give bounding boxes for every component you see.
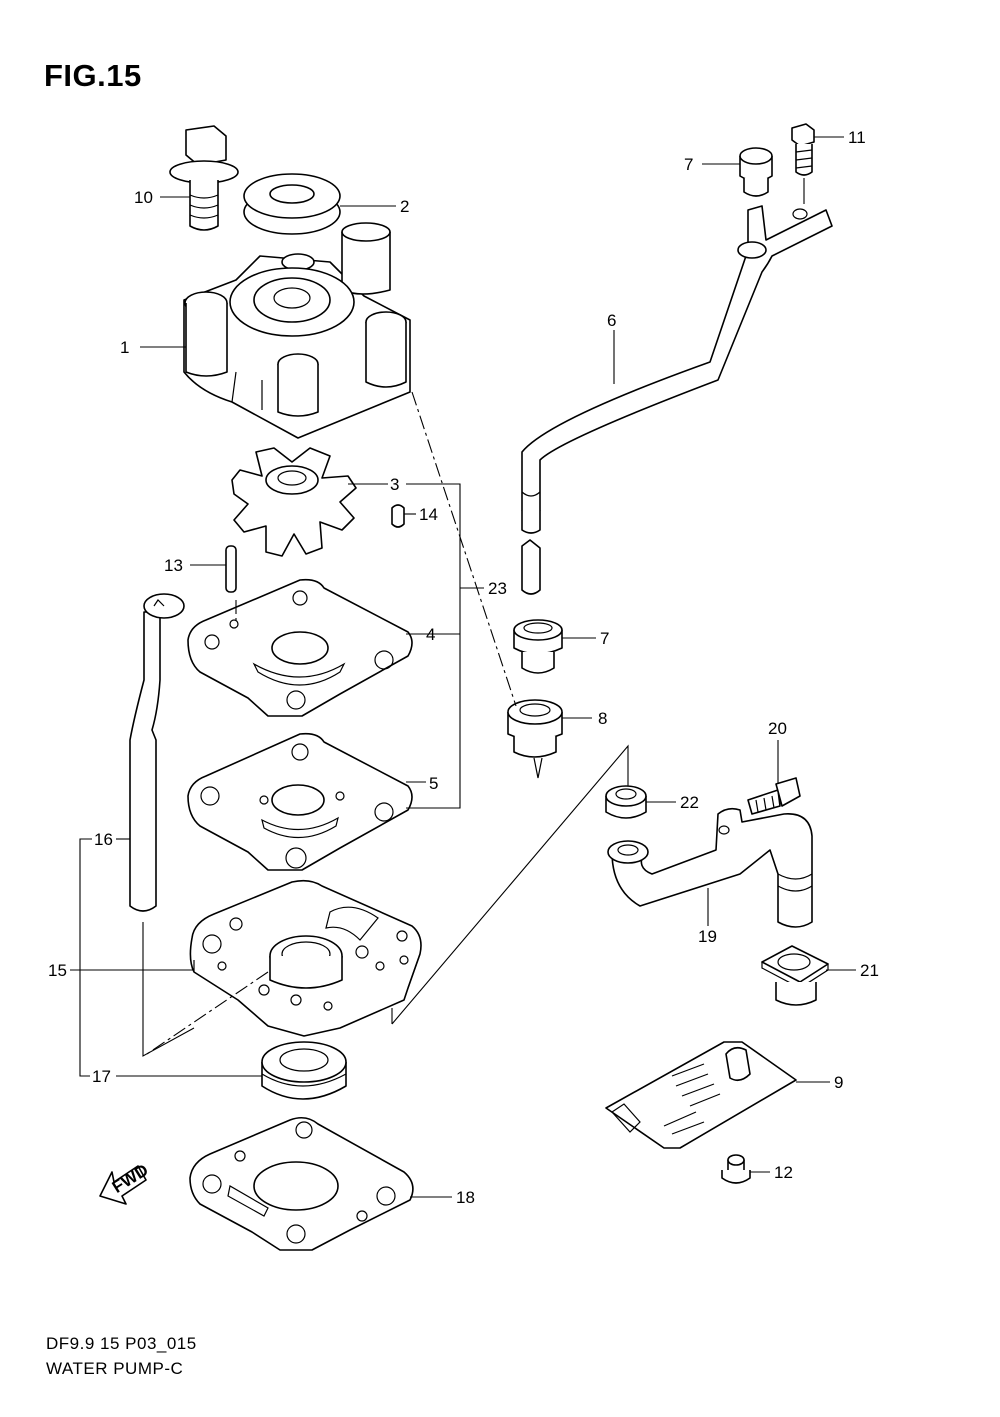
callout-18: 18 (456, 1188, 475, 1207)
callout-14: 14 (419, 505, 438, 524)
part-15-lower-case[interactable] (189, 879, 422, 1037)
part-8-grommet[interactable] (507, 699, 563, 779)
part-21-grommet[interactable] (761, 945, 829, 1006)
callout-22: 22 (680, 793, 699, 812)
callout-5: 5 (429, 774, 438, 793)
fwd-arrow-icon: FWD (99, 1160, 152, 1205)
callout-11: 11 (848, 128, 866, 147)
part-10-bolt[interactable] (169, 125, 239, 231)
part-16-water-tube[interactable] (129, 593, 185, 912)
part-1-pump-case[interactable] (183, 222, 411, 439)
part-20-bolt[interactable] (747, 777, 801, 815)
callout-23: 23 (488, 579, 507, 598)
part-7-grommet-lower[interactable] (513, 619, 563, 674)
part-22-collar[interactable] (605, 785, 647, 819)
figure-title: FIG.15 (44, 58, 142, 93)
callout-4: 4 (426, 625, 435, 644)
callout-8: 8 (598, 709, 607, 728)
callout-17: 17 (92, 1067, 111, 1086)
callout-7-lower: 7 (600, 629, 609, 648)
part-17-oil-seal[interactable] (261, 1041, 347, 1100)
part-6-water-pipe[interactable] (521, 205, 833, 534)
part-11-bolt[interactable] (791, 123, 815, 176)
callout-13: 13 (164, 556, 183, 575)
part-13-pin[interactable] (225, 545, 237, 593)
callout-20: 20 (768, 719, 787, 738)
callout-labels: 10 2 1 3 14 13 23 4 5 16 15 17 18 11 7 6… (48, 128, 879, 1207)
part-18-gasket[interactable] (189, 1116, 414, 1251)
part-19-bent-pipe[interactable] (607, 807, 813, 928)
part-5-gasket[interactable] (187, 732, 413, 871)
callout-1: 1 (120, 338, 129, 357)
part-2-seal[interactable] (243, 173, 341, 235)
leader-lines (70, 136, 856, 1198)
alignment-lines (143, 391, 517, 1057)
part-14-key[interactable] (391, 504, 405, 528)
callout-16: 16 (94, 830, 113, 849)
part-4-plate[interactable] (187, 578, 413, 717)
callout-12: 12 (774, 1163, 793, 1182)
callout-19: 19 (698, 927, 717, 946)
callout-10: 10 (134, 188, 153, 207)
diagram-code: DF9.9 15 P03_015 (46, 1334, 197, 1353)
part-6-pipe-lower-end[interactable] (521, 539, 541, 595)
part-12-screw[interactable] (721, 1154, 751, 1184)
callout-15: 15 (48, 961, 67, 980)
part-7-grommet-top[interactable] (739, 147, 773, 197)
callout-2: 2 (400, 197, 409, 216)
diagram-name: WATER PUMP-C (46, 1359, 184, 1378)
part-9-cover-plate[interactable] (605, 1041, 797, 1149)
callout-9: 9 (834, 1073, 843, 1092)
callout-6: 6 (607, 311, 616, 330)
part-3-impeller[interactable] (231, 447, 357, 557)
callout-7-top: 7 (684, 155, 693, 174)
callout-21: 21 (860, 961, 879, 980)
callout-3: 3 (390, 475, 399, 494)
